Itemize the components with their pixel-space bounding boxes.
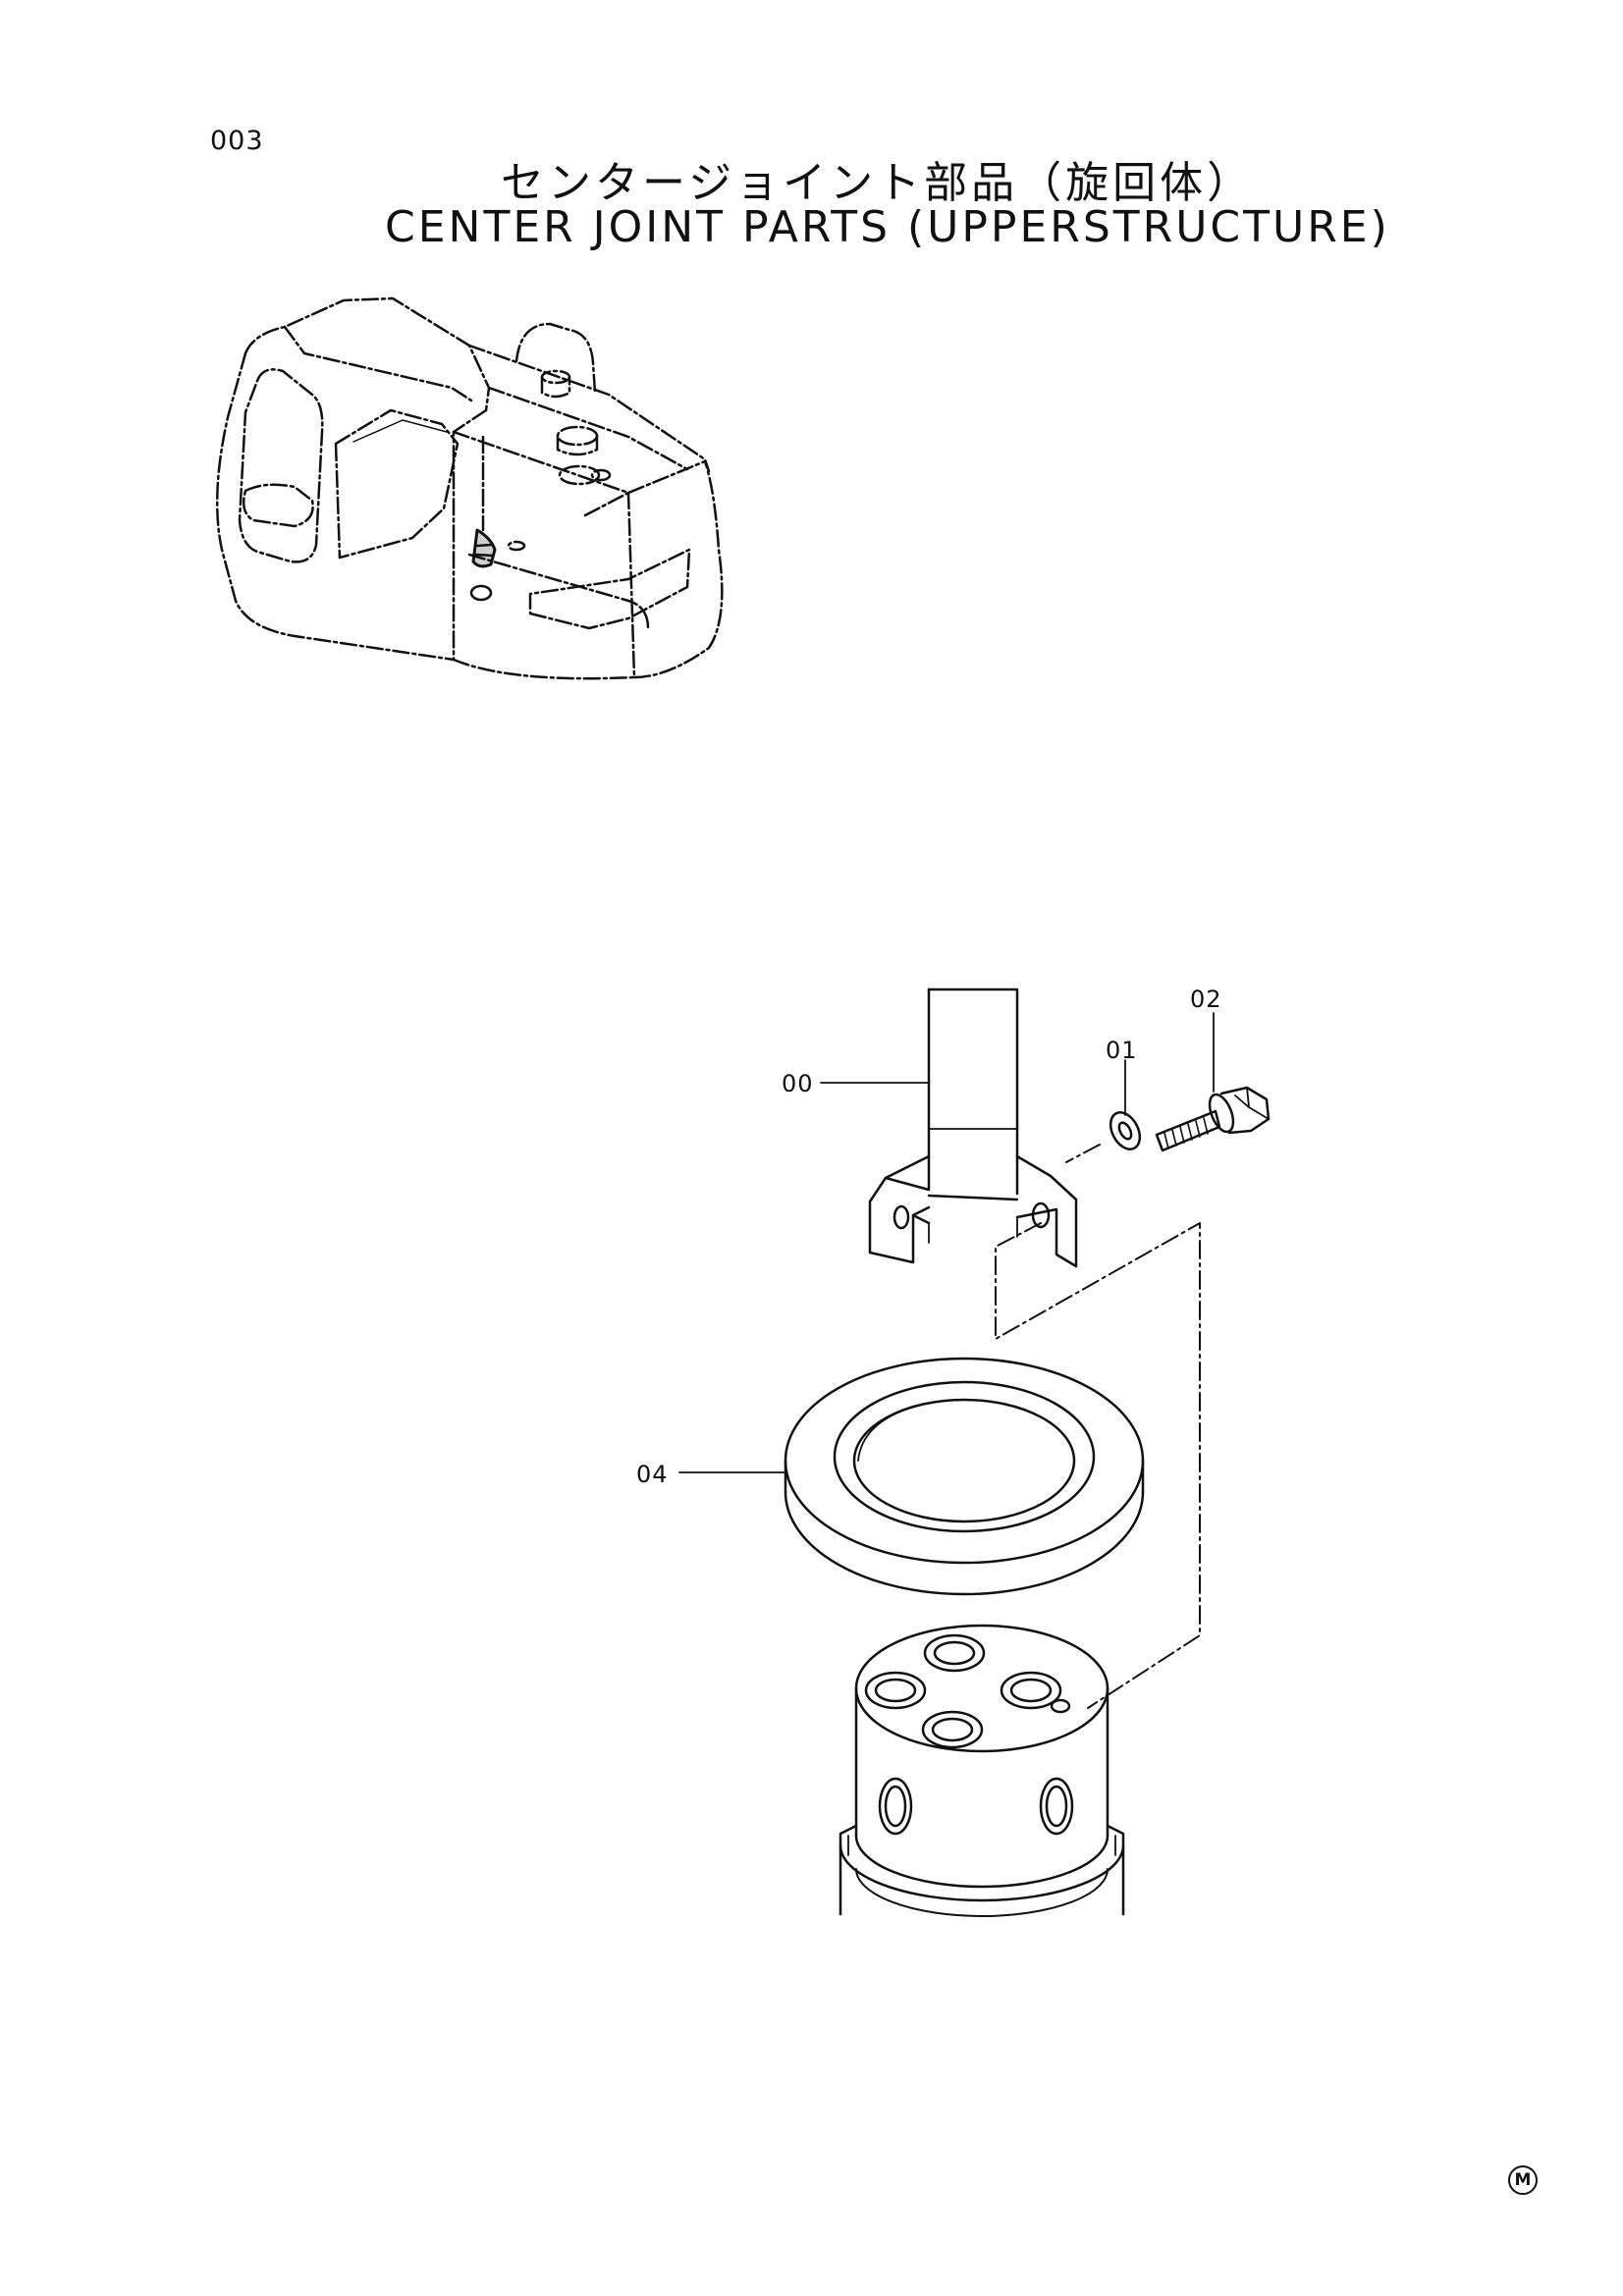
- page-title-english: CENTER JOINT PARTS (UPPERSTRUCTURE): [385, 202, 1390, 252]
- callout-01: 01: [1106, 1037, 1138, 1064]
- callout-00: 00: [782, 1070, 814, 1097]
- page-title-japanese: センタージョイント部品（旋回体）: [501, 158, 1255, 208]
- assembly-path-bolt-line: [1065, 1144, 1101, 1163]
- callout-02: 02: [1190, 986, 1222, 1013]
- excavator-overview: [215, 296, 724, 680]
- maker-mark-icon: M: [1508, 2165, 1538, 2195]
- assembly-path-line: [995, 1222, 1201, 1709]
- part-02-bolt: [1155, 1086, 1271, 1152]
- part-04-ring: [784, 1357, 1145, 1596]
- page-number: 003: [210, 126, 264, 156]
- center-joint-body: [839, 1624, 1125, 1917]
- part-00-bracket: [868, 988, 1078, 1268]
- callout-04: 04: [636, 1461, 669, 1488]
- part-01-washer: [1109, 1111, 1142, 1150]
